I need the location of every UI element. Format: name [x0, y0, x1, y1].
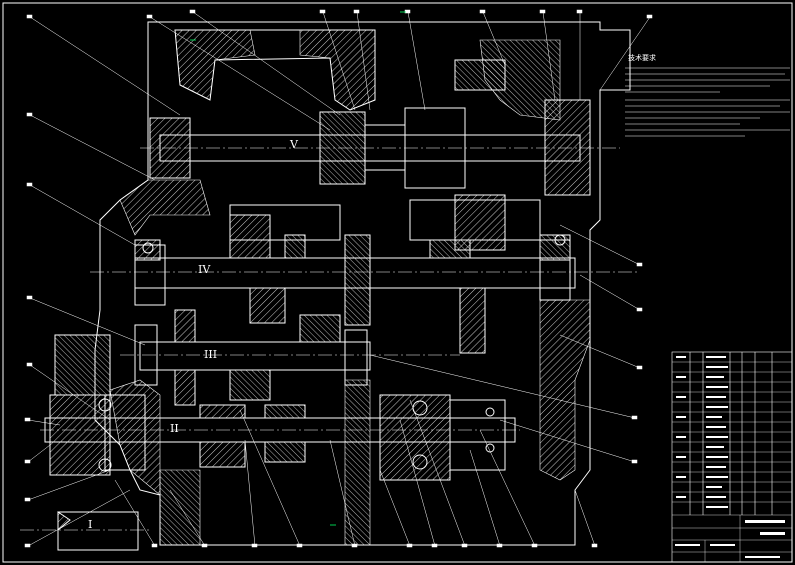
leader-lines: [24, 9, 653, 548]
shaft-v: [149, 59, 591, 251]
tech-requirements-title: 技术要求: [628, 53, 656, 62]
shaft-label-iii: III: [204, 348, 217, 361]
shaft-label-iv: IV: [198, 263, 211, 276]
shaft-label-i: I: [88, 518, 92, 531]
parts-list-table: [671, 351, 793, 563]
housing-walls-hatch: [109, 29, 591, 546]
shaft-iv: [134, 214, 576, 354]
shaft-label-v: V: [289, 138, 299, 151]
shaft-i-input: [49, 334, 139, 551]
parts-list-rows: [672, 361, 792, 562]
shaft-ii: [44, 394, 516, 481]
accent-marks: [190, 11, 406, 526]
shaft-label-ii: II: [170, 422, 179, 435]
parts-list-entries: [675, 356, 785, 558]
technical-requirements: 技术要求: [625, 53, 790, 137]
shaft-iii: [134, 309, 371, 406]
